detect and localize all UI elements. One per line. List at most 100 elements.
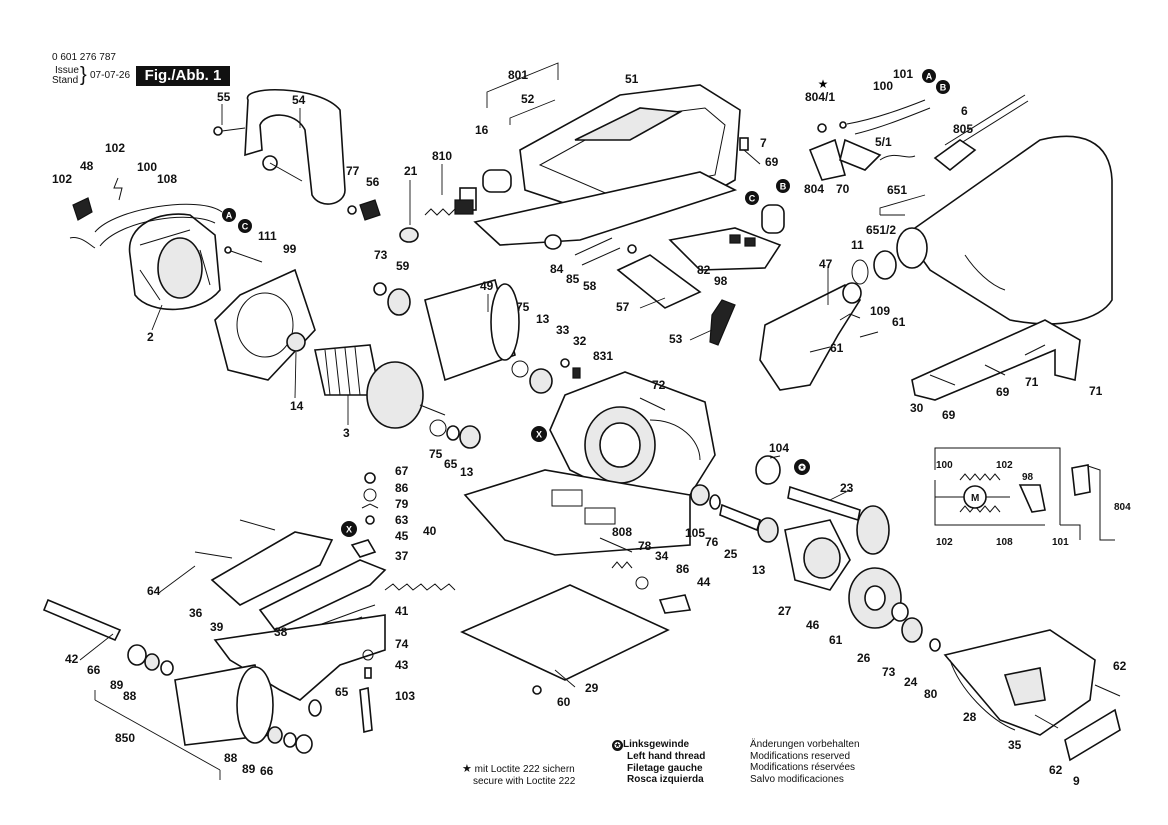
label-850: 850: [115, 731, 135, 745]
label-55: 55: [217, 90, 231, 104]
label-37: 37: [395, 549, 409, 563]
label-45: 45: [395, 529, 409, 543]
marker-c-mid: C: [745, 191, 759, 205]
brush-48: [72, 197, 93, 221]
label-102b: 102: [52, 172, 72, 186]
adapter-651-2: [851, 250, 897, 285]
label-61c: 61: [829, 633, 843, 647]
label-78: 78: [638, 539, 652, 553]
thread-fr: Filetage gauche: [627, 762, 703, 774]
thread-de: Linksgewinde: [623, 739, 690, 750]
label-65a: 65: [444, 457, 458, 471]
drive-shaft-23: [787, 485, 890, 555]
loctite-star-icon: ★: [818, 77, 829, 91]
label-75b: 75: [429, 447, 443, 461]
label-810: 810: [432, 149, 452, 163]
clip-73-washer-59: [373, 282, 411, 316]
part-45: [350, 539, 377, 558]
base-frame-808: [463, 469, 691, 556]
label-33: 33: [556, 323, 570, 337]
part-65b: [308, 699, 322, 717]
label-71b: 71: [1089, 384, 1103, 398]
roller-104: [755, 455, 781, 485]
dust-tube-47: [759, 282, 862, 391]
leader-lines: [79, 104, 851, 688]
label-60: 60: [557, 695, 571, 709]
part-number: 0 601 276 787: [52, 52, 116, 63]
label-80: 80: [924, 687, 938, 701]
wiring-label-102b: 102: [936, 537, 953, 548]
label-27: 27: [778, 604, 792, 618]
svg-text:C: C: [749, 194, 756, 204]
spring-810: [424, 199, 474, 216]
svg-text:X: X: [346, 525, 352, 535]
guard-30: [911, 319, 1081, 401]
brace-glyph: }: [80, 64, 87, 86]
label-100b: 100: [873, 79, 893, 93]
rings-75b-65a-13b: [429, 419, 481, 449]
screw-60: [532, 685, 542, 695]
baseplate-under-cover: [473, 171, 738, 250]
spring-40: [384, 583, 456, 591]
parts-73-24-80: [891, 602, 941, 652]
wiring-label-101: 101: [1052, 537, 1069, 548]
thread-note: ✪Linksgewinde Left hand thread Filetage …: [612, 739, 705, 786]
wiring-label-102a: 102: [996, 460, 1013, 471]
bottom-plate-29: [460, 584, 670, 681]
switch-plate-82: [668, 227, 782, 271]
label-30: 30: [910, 401, 924, 415]
cable-clamp-21: [399, 227, 419, 243]
screw-72: [639, 397, 666, 411]
label-38: 38: [274, 625, 288, 639]
label-21: 21: [404, 164, 418, 178]
label-804-1: 804/1: [805, 90, 835, 104]
label-51: 51: [625, 72, 639, 86]
svg-text:B: B: [940, 83, 947, 93]
wiring-label-804: 804: [1114, 502, 1131, 513]
label-62a: 62: [1113, 659, 1127, 673]
wiring-label-m: M: [971, 493, 979, 504]
bracket-801: [486, 62, 559, 125]
frame-54: [244, 88, 346, 205]
left-thread-icon: ✪: [612, 740, 623, 751]
label-52: 52: [521, 92, 535, 106]
label-71a: 71: [1025, 375, 1039, 389]
label-9: [1064, 708, 1121, 762]
bracket-850: [94, 690, 221, 780]
label-29: 29: [585, 681, 599, 695]
sleeve-49: [424, 279, 520, 382]
label-108a: 108: [157, 172, 177, 186]
marker-c-left: C: [238, 219, 252, 233]
mod-fr: Modifications réservées: [750, 762, 856, 773]
left-thread-marker: ✪: [794, 459, 810, 475]
label-88b: 88: [224, 751, 238, 765]
stator-2: [128, 213, 221, 311]
label-36: 36: [189, 606, 203, 620]
label-34: 34: [655, 549, 669, 563]
svg-text:A: A: [226, 211, 233, 221]
label-103: 103: [395, 689, 415, 703]
label-69a: 69: [765, 155, 779, 169]
clips-77-56: [347, 199, 381, 221]
lever-37: [258, 559, 387, 632]
armature-3: [314, 344, 446, 429]
label-85: 85: [566, 272, 580, 286]
label-69c: 69: [996, 385, 1010, 399]
spring-34-screw-44: [611, 561, 692, 614]
bracket-651-2: [879, 194, 926, 216]
parts-33-32: [560, 358, 581, 379]
screw-7: [739, 137, 761, 165]
label-32: 32: [573, 334, 587, 348]
label-76: 76: [705, 535, 719, 549]
label-13a: 13: [536, 312, 550, 326]
label-44: 44: [697, 575, 711, 589]
label-58: 58: [583, 279, 597, 293]
label-41: 41: [395, 604, 409, 618]
wiring-diagram: [934, 447, 1115, 541]
wiring-label-108: 108: [996, 537, 1013, 548]
screw-55: [213, 126, 246, 136]
label-99: 99: [283, 242, 297, 256]
wires-100-108: [69, 177, 223, 249]
label-65b: 65: [335, 685, 349, 699]
svg-text:A: A: [926, 72, 933, 82]
